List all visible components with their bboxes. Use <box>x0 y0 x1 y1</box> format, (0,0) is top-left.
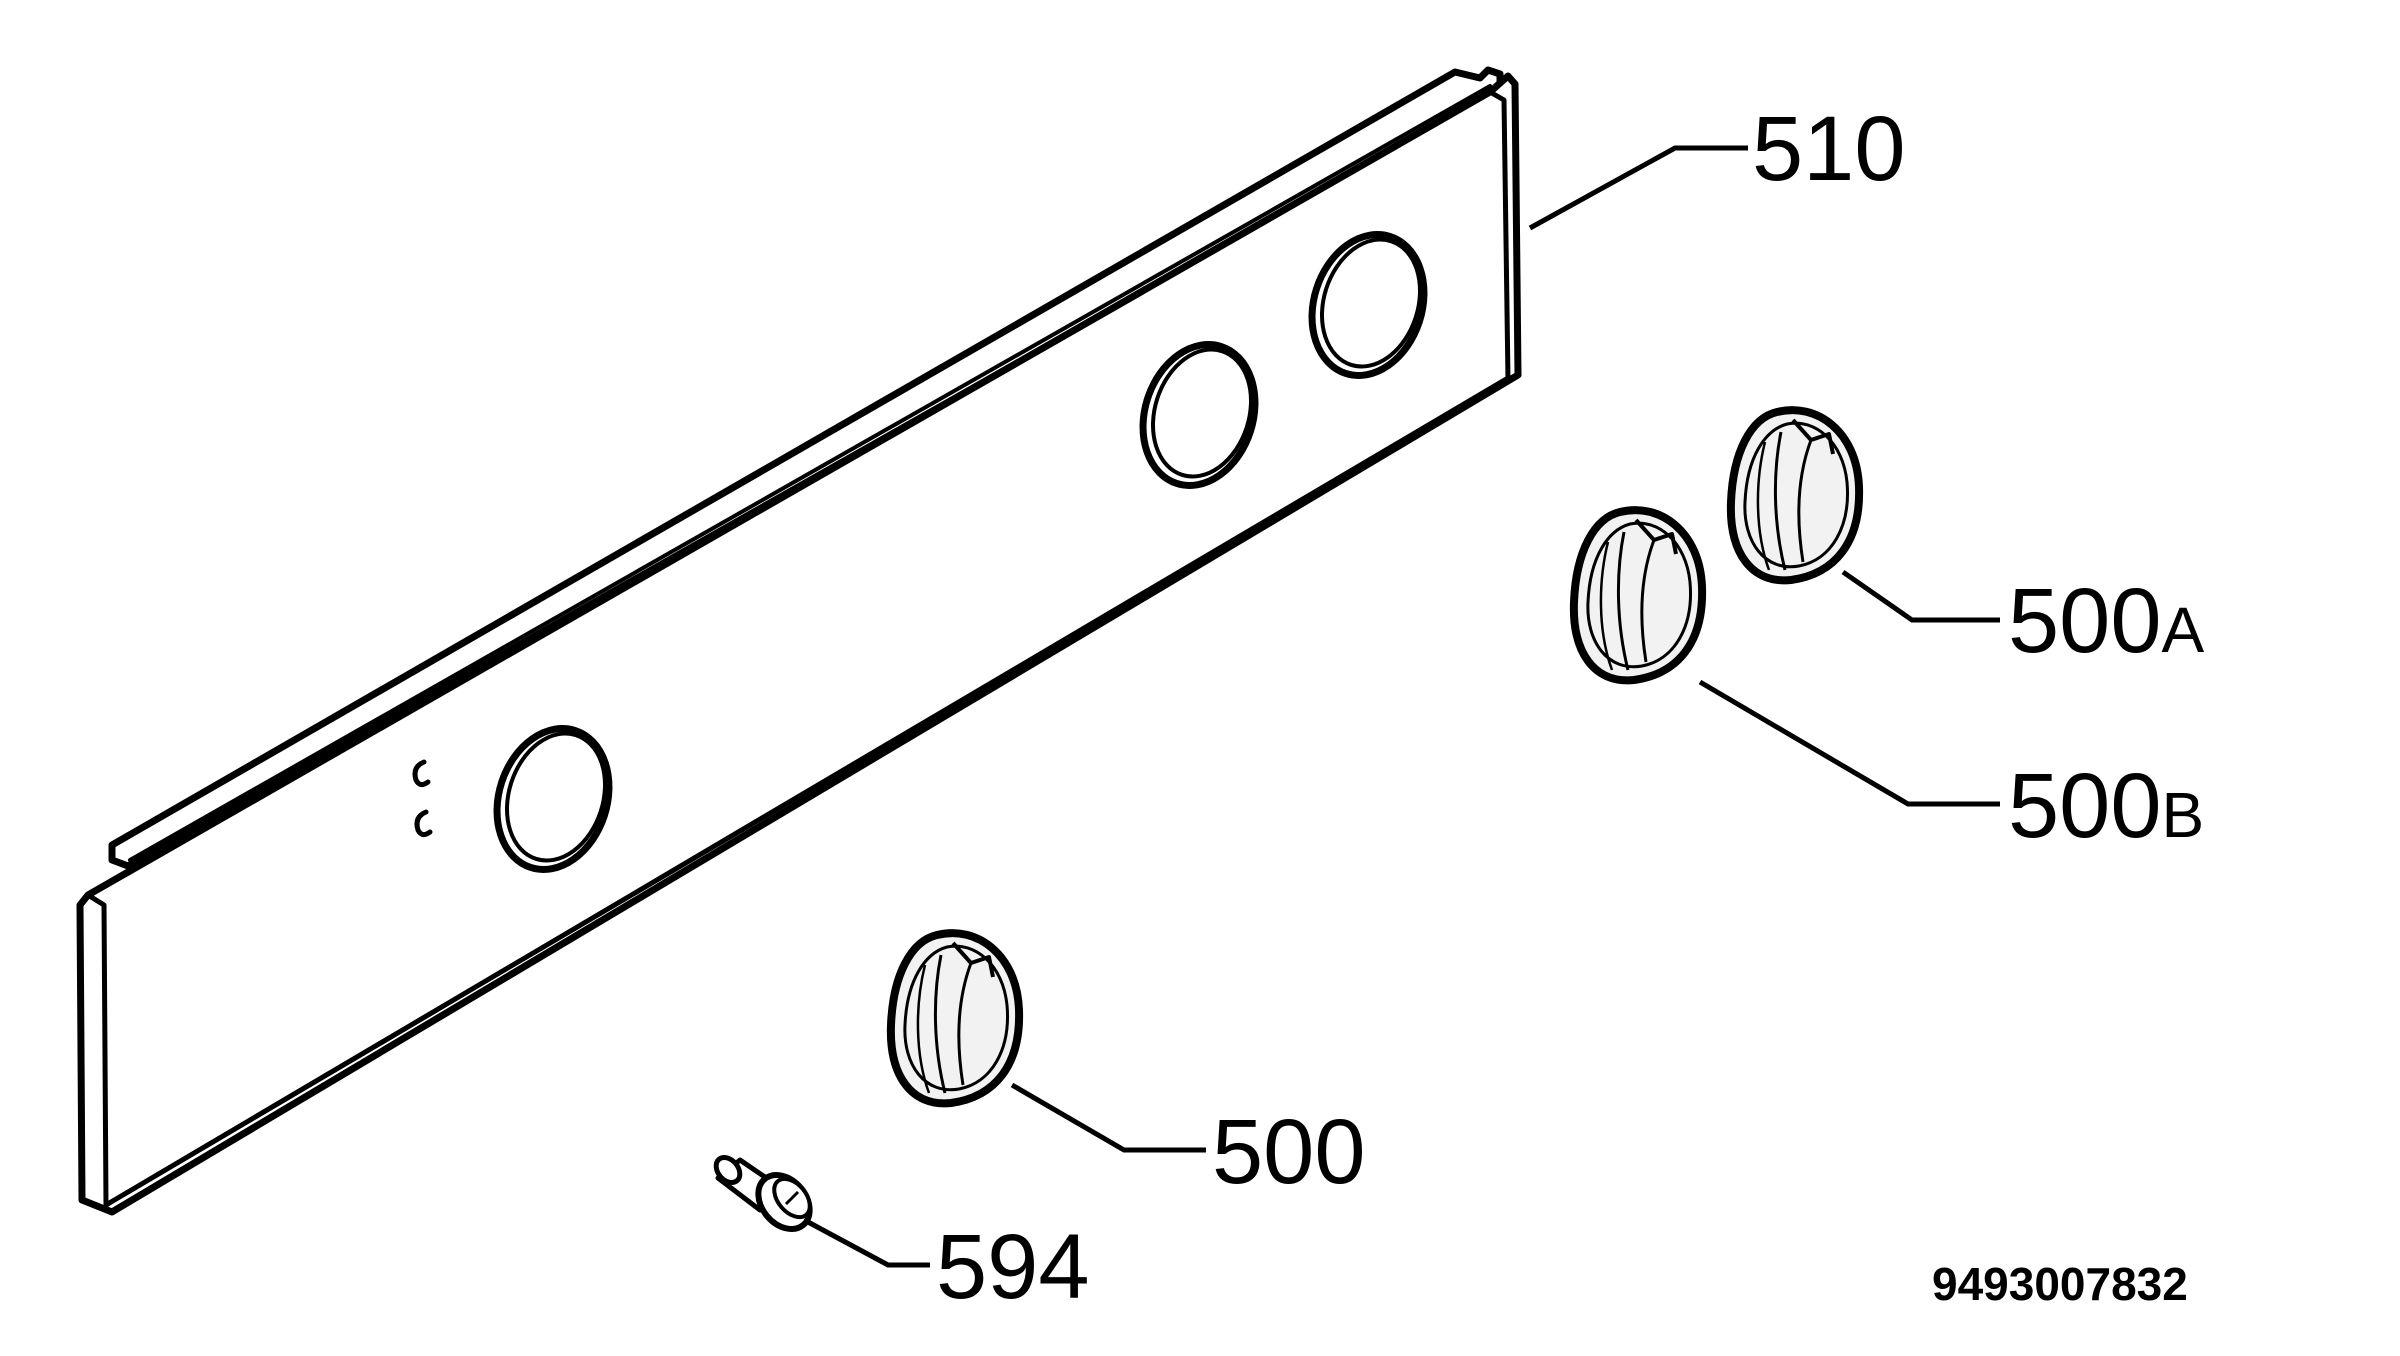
leader-line-594 <box>806 1219 930 1268</box>
knob-hole-right-inner <box>1319 237 1423 369</box>
knob-hole-left <box>493 725 613 873</box>
panel-top-rail <box>108 66 1504 870</box>
label-500b-suffix: B <box>2162 779 2205 851</box>
screw-slot <box>784 1190 800 1206</box>
panel-right-edge <box>1487 89 1511 383</box>
panel-indicator-marks <box>412 759 433 838</box>
label-594: 594 <box>936 1216 1090 1318</box>
knob-500a <box>1731 410 1859 580</box>
panel-left-edge <box>85 892 109 1208</box>
knob-hole-middle-inner <box>1150 347 1254 479</box>
leader-line-500a <box>1841 569 2000 623</box>
knob-hole-left-inner <box>504 731 608 863</box>
leader-line-500 <box>1010 1082 1206 1153</box>
panel-front-face <box>76 72 1522 1216</box>
indicator-mark-upper <box>412 759 431 788</box>
knob-500b <box>1574 510 1702 680</box>
label-500b: 500B <box>2008 755 2204 857</box>
screw-594 <box>713 1154 813 1232</box>
document-number: 9493007832 <box>1932 1258 2188 1310</box>
knob-hole-middle <box>1139 341 1259 489</box>
panel-knob-holes <box>493 231 1428 873</box>
knob-500 <box>891 933 1019 1103</box>
control-panel-510 <box>76 66 1522 1216</box>
label-500a-suffix: A <box>2162 594 2205 666</box>
panel-rail-inner-line <box>128 84 1492 862</box>
panel-bottom-edge <box>103 375 1511 1208</box>
leader-line-510 <box>1528 145 1748 231</box>
leader-line-500b <box>1698 679 2000 807</box>
knob-hole-right <box>1308 231 1428 379</box>
label-510: 510 <box>1752 98 1906 200</box>
label-500a: 500A <box>2008 570 2205 672</box>
label-500: 500 <box>1212 1101 1366 1203</box>
screw-shank-end <box>713 1154 743 1186</box>
indicator-mark-lower <box>414 809 433 838</box>
